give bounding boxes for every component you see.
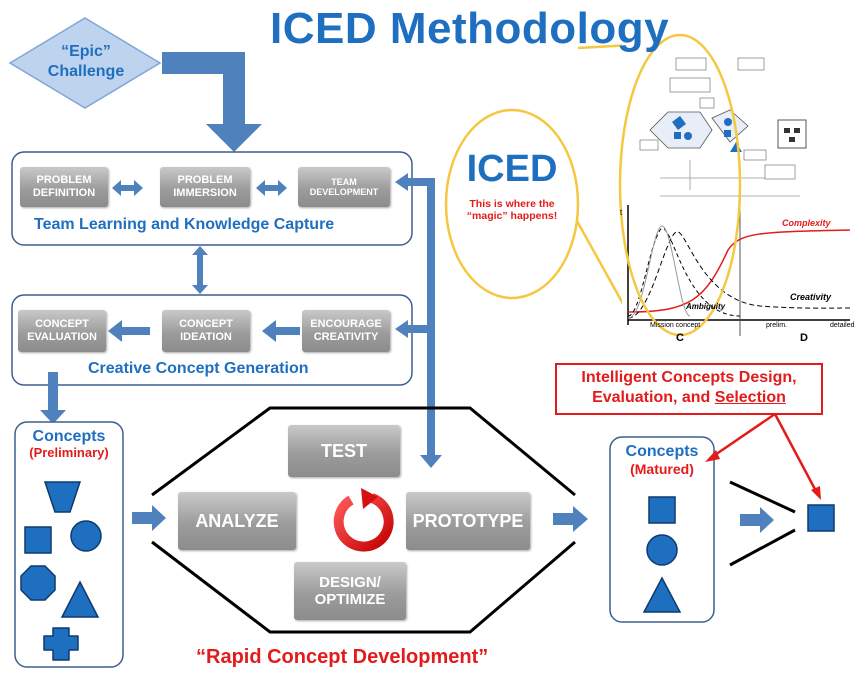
creative-to-concepts-arrow xyxy=(40,372,66,424)
step-line1: PROBLEM xyxy=(36,174,92,187)
concept-evaluation-step: CONCEPT EVALUATION xyxy=(18,310,106,352)
step-line1: TEAM xyxy=(331,176,357,187)
matured-square xyxy=(648,496,676,524)
hexagon-top xyxy=(151,406,576,497)
iced-bubble-title: ICED xyxy=(466,148,558,190)
page-title: ICED Methodology xyxy=(270,4,670,53)
cycle-arrowhead xyxy=(361,488,378,509)
intelligent-selection-text: Intelligent Concepts Design, Evaluation,… xyxy=(556,368,822,408)
inset-zoom-ellipse xyxy=(618,33,742,337)
inset-x-mid: prelim. xyxy=(766,322,788,329)
step-line1: CONCEPT xyxy=(179,318,233,331)
matured-to-final-arrow xyxy=(740,507,774,533)
team-double-arrow-2 xyxy=(256,180,287,196)
creative-box-caption: Creative Concept Generation xyxy=(88,360,309,377)
step-line1: ENCOURAGE xyxy=(310,318,382,331)
funnel-line-top xyxy=(729,480,796,514)
step-line2: IMMERSION xyxy=(173,187,237,199)
shape-circle xyxy=(70,520,102,552)
step-line2: EVALUATION xyxy=(27,331,97,343)
concepts-matured-label: Concepts (Matured) xyxy=(610,442,714,478)
shape-square xyxy=(24,526,52,554)
inset-phase-c: C xyxy=(676,332,684,344)
epic-line1: “Epic” xyxy=(61,43,111,60)
feedback-connector xyxy=(395,173,442,468)
design-line1: DESIGN/ xyxy=(319,573,381,591)
prototype-step: PROTOTYPE xyxy=(406,492,530,550)
concepts-matured-box xyxy=(609,436,715,623)
matured-circle xyxy=(646,534,678,566)
prelim-to-cycle-arrow xyxy=(132,505,166,531)
concept-ideation-step: CONCEPT IDEATION xyxy=(162,310,250,352)
shape-octagon xyxy=(20,565,56,601)
hexagon-bottom xyxy=(151,540,576,634)
concepts-preliminary-box xyxy=(14,421,124,668)
problem-definition-step: PROBLEM DEFINITION xyxy=(20,167,108,207)
funnel-line-bottom xyxy=(729,528,796,567)
inset-complexity-label: Complexity xyxy=(782,218,831,228)
inset-y-tick: t xyxy=(620,208,623,217)
analyze-step: ANALYZE xyxy=(178,492,296,550)
step-line2: CREATIVITY xyxy=(313,331,379,343)
design-line2: OPTIMIZE xyxy=(314,591,386,608)
creative-arrow-1 xyxy=(108,320,150,342)
selection-red-arrows xyxy=(705,412,821,500)
shape-trapezoid xyxy=(43,481,82,513)
matured-triangle xyxy=(642,576,682,613)
problem-immersion-step: PROBLEM IMMERSION xyxy=(160,167,250,207)
design-optimize-step: DESIGN/ OPTIMIZE xyxy=(294,562,406,620)
inset-x-left: Mission concept xyxy=(650,322,701,329)
iced-callout-ellipse xyxy=(444,108,580,300)
final-selected-square xyxy=(807,504,835,532)
team-double-arrow-1 xyxy=(112,180,143,196)
concepts-preliminary-title: Concepts xyxy=(32,428,106,445)
concepts-matured-subtitle: (Matured) xyxy=(630,461,694,478)
step-line2: DEFINITION xyxy=(32,187,96,199)
epic-to-team-arrow xyxy=(162,52,262,152)
inset-figure xyxy=(622,40,852,340)
boxes-double-arrow xyxy=(192,246,208,294)
cycle-to-matured-arrow xyxy=(553,506,588,532)
iced-bubble-text: ICED This is where the “magic” happens! xyxy=(448,150,576,222)
intelligent-selection-box xyxy=(555,363,823,415)
concepts-preliminary-label: Concepts (Preliminary) xyxy=(15,428,123,461)
creative-arrow-2 xyxy=(262,320,300,342)
intelligent-line2-prefix: Evaluation, and xyxy=(592,389,715,406)
concepts-preliminary-subtitle: (Preliminary) xyxy=(29,445,109,461)
step-line1: CONCEPT xyxy=(35,318,89,331)
concepts-matured-title: Concepts xyxy=(625,443,699,460)
step-line2: DEVELOPMENT xyxy=(309,187,379,197)
step-line2: IDEATION xyxy=(180,331,232,343)
rapid-concept-caption: “Rapid Concept Development” xyxy=(196,646,489,668)
epic-diamond xyxy=(8,17,162,109)
intelligent-line2: Evaluation, and Selection xyxy=(556,388,822,408)
shape-triangle xyxy=(60,580,100,618)
iced-bubble-line2: “magic” happens! xyxy=(466,210,558,222)
shape-cross xyxy=(43,627,79,661)
epic-label: “Epic” Challenge xyxy=(36,42,136,82)
iced-bubble-line1: This is where the xyxy=(469,198,555,210)
inset-ambiguity-label: Ambiguity xyxy=(686,302,726,311)
inset-x-right: detailed xyxy=(830,322,855,329)
test-step: TEST xyxy=(288,425,400,477)
inset-creativity-label: Creativity xyxy=(790,292,832,302)
team-box-caption: Team Learning and Knowledge Capture xyxy=(34,216,335,233)
inset-phase-d: D xyxy=(800,332,808,344)
cycle-arrow-icon xyxy=(333,493,394,552)
team-development-step: TEAM DEVELOPMENT xyxy=(298,167,390,207)
intelligent-line2-underlined: Selection xyxy=(714,389,786,406)
intelligent-line1: Intelligent Concepts Design, xyxy=(581,369,797,386)
step-line1: PROBLEM xyxy=(177,174,233,187)
epic-line2: Challenge xyxy=(47,63,125,80)
encourage-creativity-step: ENCOURAGE CREATIVITY xyxy=(302,310,390,352)
